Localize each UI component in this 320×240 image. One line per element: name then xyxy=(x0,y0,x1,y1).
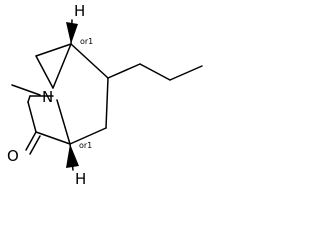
bond-n-methyl xyxy=(11,84,41,96)
stereo-label-bottom: or1 xyxy=(79,141,92,150)
bond-propyl-1 xyxy=(107,63,141,79)
bond-c6-c1 xyxy=(70,43,109,79)
stereo-wedge-top xyxy=(66,22,78,44)
bond-propyl-2 xyxy=(139,63,171,81)
bond-c3-c2 xyxy=(27,95,31,103)
stereo-wedge-bottom xyxy=(66,144,79,168)
bond-bridgehead-n xyxy=(56,99,71,145)
molecule-structure-diagram: N O H H or1 or1 xyxy=(7,2,203,186)
bond-carbonyl-o-1 xyxy=(25,131,37,151)
bond-c5-c1 xyxy=(35,43,72,57)
bond-c4-c7 xyxy=(69,127,107,145)
bond-c7-c6 xyxy=(105,77,109,129)
bond-c1-n xyxy=(52,43,72,89)
bond-n-c5 xyxy=(35,55,54,89)
stereo-label-top: or1 xyxy=(80,37,93,46)
bond-propyl-3 xyxy=(169,65,203,81)
atom-h-bottom-label: H xyxy=(75,170,86,186)
bond-carbonyl-o-2 xyxy=(29,135,41,155)
atom-n-label: N xyxy=(42,88,53,106)
atom-h-top-label: H xyxy=(74,2,85,20)
atom-o-label: O xyxy=(7,147,19,165)
bond-carbonyl-c xyxy=(35,131,71,145)
bond-c2-c4 xyxy=(27,101,37,133)
